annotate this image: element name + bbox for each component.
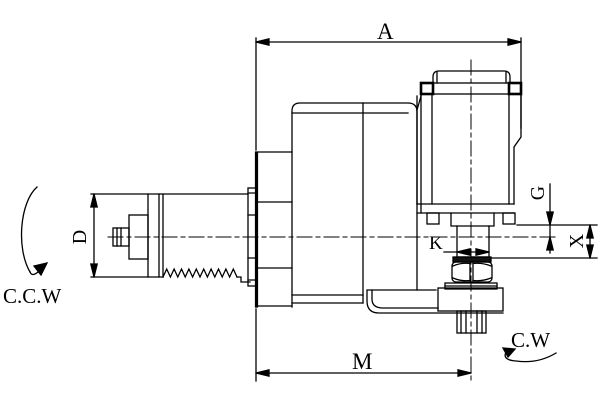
housing-inner-walls <box>431 93 510 205</box>
dim-label-g: G <box>527 185 549 201</box>
dim-label-a: A <box>377 19 394 44</box>
dim-k-arrow-left <box>456 247 471 257</box>
spindle-top-cap <box>432 70 511 84</box>
clamp-band-right-block <box>507 81 523 96</box>
shank-end-step <box>236 276 251 283</box>
housing-left-wall <box>416 93 422 214</box>
bulge-inner-wall <box>371 289 439 309</box>
shank-serration <box>162 267 238 279</box>
body-housing-chamfer <box>416 95 422 111</box>
housing-left-foot <box>426 212 440 225</box>
cap-end-ticks <box>436 71 507 84</box>
dim-a-arrow-left <box>255 37 270 47</box>
bulge-outline <box>366 289 504 314</box>
clamp-ring-steps <box>247 192 257 281</box>
dim-d-extension-lines <box>90 193 149 278</box>
dim-label-k: K <box>429 233 443 254</box>
body-outline <box>291 102 418 308</box>
cw-arc <box>504 351 557 363</box>
dim-g-arrow-down <box>545 211 555 226</box>
rotation-label-cw: C.W <box>511 328 551 352</box>
spindle-housing <box>416 70 523 227</box>
mounting-flange <box>254 151 293 308</box>
dimension-a <box>255 37 522 151</box>
dim-x-arrow-bottom <box>585 244 595 259</box>
collet-seal-ring <box>452 256 492 263</box>
shank-face-lines <box>158 193 164 278</box>
hex-nut <box>451 261 493 283</box>
dim-label-m: M <box>352 349 373 374</box>
dim-d-arrow-bottom <box>89 263 99 278</box>
ccw-arrowhead <box>32 262 49 277</box>
lower-housing <box>366 287 504 334</box>
ccw-hook <box>29 271 39 276</box>
dim-a-extension-lines <box>255 37 522 151</box>
housing-right-wall <box>513 93 522 205</box>
clamp-band-left-block <box>419 81 435 96</box>
ccw-rotation-arrow <box>20 186 49 277</box>
dim-d-arrow-top <box>89 193 99 208</box>
dimension-x <box>491 224 598 259</box>
spindle-nose-block <box>450 212 495 227</box>
rotation-label-ccw: C.C.W <box>3 284 62 308</box>
centerlines <box>107 59 557 384</box>
dimension-m <box>255 308 472 382</box>
dim-k-arrow-right <box>475 247 490 257</box>
gear-body <box>291 95 422 308</box>
cw-rotation-arrow <box>501 347 557 363</box>
body-bottom-lines <box>291 294 364 304</box>
cw-arrowhead <box>501 347 517 359</box>
dim-m-arrow-left <box>255 368 270 378</box>
dim-m-arrow-right <box>457 368 472 378</box>
dimension-k <box>443 247 490 257</box>
shank-tip-lines <box>116 227 122 247</box>
ccw-arc <box>20 186 38 273</box>
collet-assembly <box>444 225 498 290</box>
shank-outline <box>147 193 249 278</box>
threaded-stud <box>456 310 487 334</box>
dimension-d <box>89 193 149 278</box>
dim-a-arrow-right <box>507 37 522 47</box>
hex-nut-chamfers <box>452 262 492 282</box>
dim-label-x: X <box>566 233 588 249</box>
hex-nut-face-edges <box>469 261 474 283</box>
housing-bottom-band <box>416 203 515 214</box>
stud-thread-lines <box>460 310 483 334</box>
housing-right-foot <box>502 212 516 225</box>
flange-edges <box>255 151 293 307</box>
dim-g-arrow-up <box>545 236 555 251</box>
dim-x-arrow-top <box>585 224 595 239</box>
dim-label-d: D <box>69 229 91 245</box>
dimension-g <box>516 183 598 254</box>
